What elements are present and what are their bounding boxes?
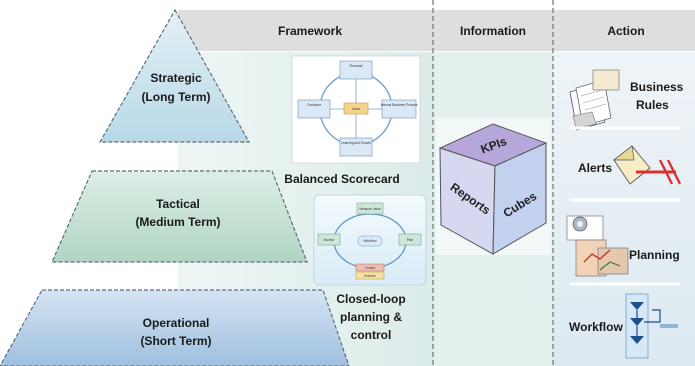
workflow-label: Workflow: [569, 320, 623, 334]
cl-node-bottom-b: [355, 271, 385, 280]
planning-icon: [566, 215, 629, 277]
svg-text:Customer: Customer: [307, 103, 322, 107]
cl-node-right: [398, 233, 422, 246]
closed-loop-caption-line3: control: [351, 328, 392, 342]
framework-header: Framework: [278, 24, 342, 38]
closed-loop-thumbnail: Measure Value Monitor Workflow Plan Cont…: [313, 194, 427, 286]
svg-text:Financial: Financial: [350, 64, 363, 68]
svg-text:Vision: Vision: [352, 107, 361, 111]
closed-loop-caption-line2: planning &: [340, 310, 402, 324]
strategic-label: Strategic: [150, 71, 202, 85]
closed-loop-caption-line1: Closed-loop: [336, 292, 405, 306]
action-header: Action: [607, 24, 644, 38]
cl-node-left: [317, 233, 341, 246]
strategic-tier: [98, 8, 251, 143]
planning-label: Planning: [629, 248, 680, 262]
svg-text:Measure Value: Measure Value: [359, 207, 380, 211]
alerts-label: Alerts: [578, 161, 612, 175]
cl-node-center: [357, 235, 383, 247]
svg-text:Plan: Plan: [407, 238, 414, 242]
balanced-scorecard-caption: Balanced Scorecard: [284, 172, 399, 186]
svg-text:Workflow: Workflow: [363, 239, 377, 243]
cube-right-face: [492, 142, 547, 255]
workflow-icon: [625, 293, 678, 359]
alerts-icon: [612, 145, 682, 185]
information-cube: KPIs Reports Cubes: [436, 118, 551, 255]
balanced-scorecard-thumbnail: Financial Customer Vision Internal Busin…: [291, 55, 421, 164]
information-header: Information: [460, 24, 526, 38]
svg-text:Control: Control: [365, 266, 376, 270]
svg-text:Learning and Growth: Learning and Growth: [341, 141, 371, 145]
operational-tier: [0, 289, 350, 366]
tactical-label: Tactical: [156, 197, 200, 211]
tactical-tier: [51, 170, 308, 263]
business-rules-label-line1: Business: [630, 80, 684, 94]
cl-node-top: [356, 202, 384, 215]
header-band: [178, 10, 695, 52]
svg-text:Monitor: Monitor: [324, 238, 336, 242]
svg-text:Internal Business Process: Internal Business Process: [381, 103, 418, 107]
svg-text:Execute: Execute: [364, 274, 376, 278]
operational-label: Operational: [143, 316, 210, 330]
strategic-sublabel: (Long Term): [141, 90, 210, 104]
business-rules-label-line2: Rules: [636, 98, 669, 112]
business-rules-icon: [569, 69, 620, 131]
tactical-sublabel: (Medium Term): [135, 215, 220, 229]
cl-node-bottom-a: [355, 263, 385, 272]
operational-sublabel: (Short Term): [140, 334, 211, 348]
